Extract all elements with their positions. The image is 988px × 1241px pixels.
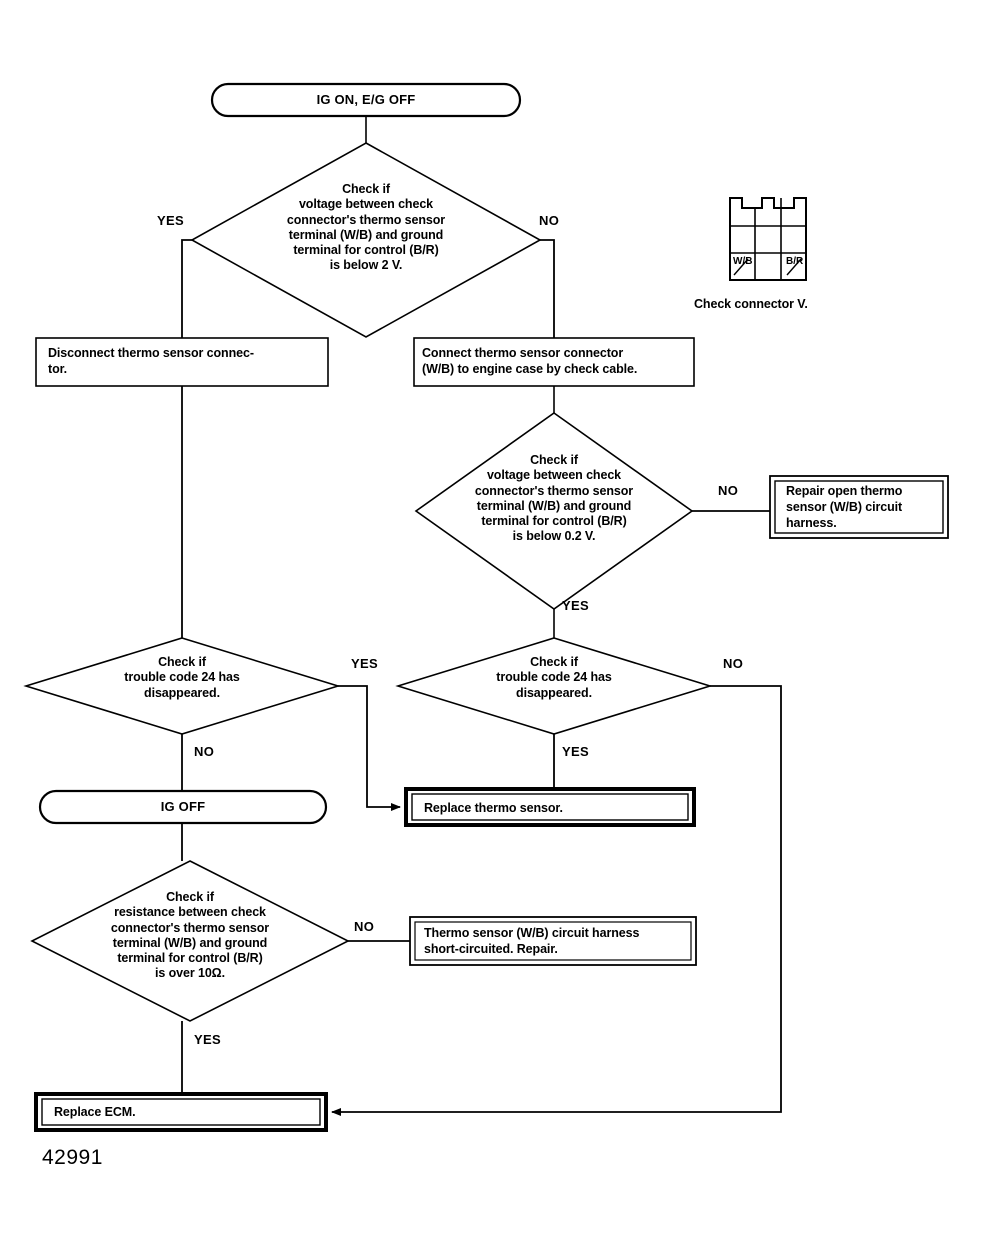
edge-d1-no-to-connect <box>540 239 555 338</box>
edge-d4-no-to-replace-ecm <box>331 685 782 1116</box>
process-repair-open-label: Repair open thermo sensor (W/B) circuit … <box>786 484 903 530</box>
terminal-ig-off-shape <box>38 789 328 825</box>
process-repair-open-inner <box>774 480 944 534</box>
edge-d1-yes-to-disconnect <box>181 239 192 338</box>
branch-label-d1-yes: YES <box>157 213 184 228</box>
process-replace-ecm-inner <box>41 1098 321 1126</box>
decision-code24-right-shape <box>395 637 713 735</box>
process-short-circuit-inner <box>414 921 692 961</box>
decision-voltage-2v-shape <box>190 142 542 338</box>
terminal-start-label: IG ON, E/G OFF <box>316 92 416 107</box>
process-replace-ecm-label: Replace ECM. <box>54 1105 136 1119</box>
branch-label-d4-no: NO <box>723 656 744 671</box>
decision-voltage-02v-shape <box>414 412 694 610</box>
connector-pin-label-wb: W/B <box>733 256 753 267</box>
check-connector-caption: Check connector V. <box>694 297 808 311</box>
branch-label-d3-yes: YES <box>351 656 378 671</box>
decision-code24-left-shape <box>23 637 341 735</box>
branch-label-d5-no: NO <box>354 919 375 934</box>
process-disconnect-shape <box>35 337 329 387</box>
branch-label-d1-no: NO <box>539 213 560 228</box>
process-connect-label: Connect thermo sensor connector (W/B) to… <box>422 346 638 376</box>
branch-label-d2-no: NO <box>718 483 739 498</box>
process-disconnect-label: Disconnect thermo sensor connec- tor. <box>48 346 254 376</box>
process-replace-sensor-inner <box>411 793 689 821</box>
branch-label-d2-yes: YES <box>562 598 589 613</box>
process-replace-sensor-label: Replace thermo sensor. <box>424 801 563 815</box>
figure-number: 42991 <box>42 1146 103 1169</box>
check-connector-diagram <box>729 197 807 281</box>
branch-label-d4-yes: YES <box>562 744 589 759</box>
process-short-circuit-label: Thermo sensor (W/B) circuit harness shor… <box>424 926 640 956</box>
branch-label-d3-no: NO <box>194 744 215 759</box>
edge-d3-yes-to-replace-sensor <box>338 685 401 811</box>
branch-label-d5-yes: YES <box>194 1032 221 1047</box>
connector-pin-label-br: B/R <box>786 256 804 267</box>
terminal-ig-off-label: IG OFF <box>160 799 206 814</box>
decision-resistance-shape <box>30 860 350 1022</box>
